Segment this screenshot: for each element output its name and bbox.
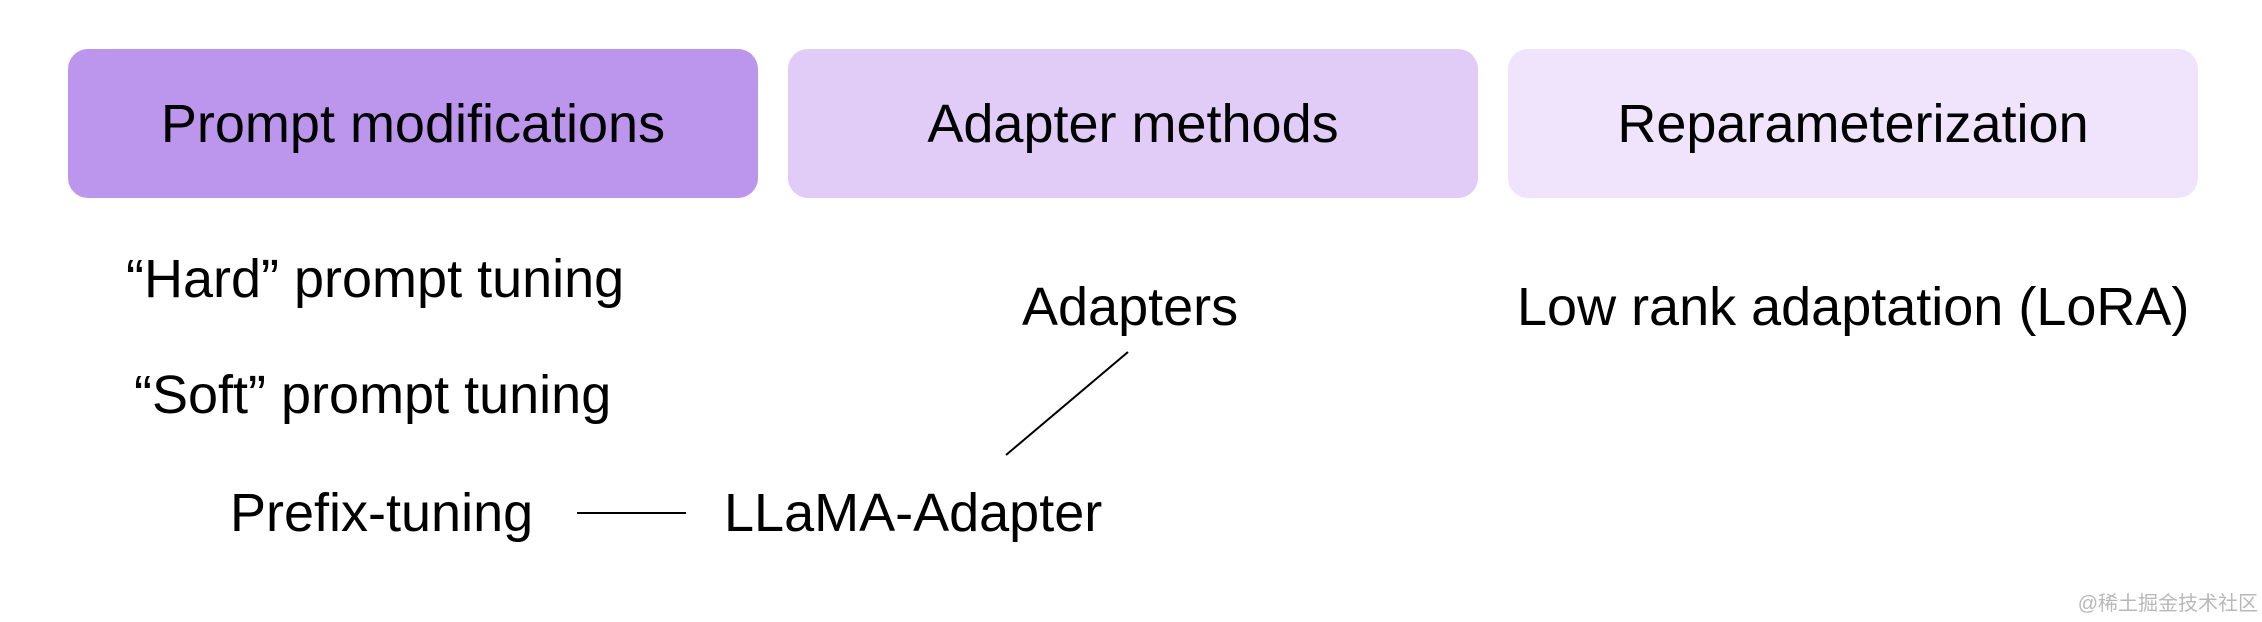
method-soft-prompt-tuning: “Soft” prompt tuning (134, 365, 612, 425)
category-label-prompt-modifications: Prompt modifications (160, 93, 666, 154)
connector-adapters-to-llama-adapter (1005, 351, 1129, 456)
method-llama-adapter: LLaMA-Adapter (724, 483, 1103, 543)
method-adapters: Adapters (1022, 277, 1239, 337)
method-lora: Low rank adaptation (LoRA) (1517, 277, 2190, 337)
category-label-adapter-methods: Adapter methods (927, 93, 1339, 154)
category-reparameterization: Reparameterization (1508, 49, 2198, 198)
method-hard-prompt-tuning: “Hard” prompt tuning (126, 249, 625, 309)
method-prefix-tuning: Prefix-tuning (230, 483, 534, 543)
category-adapter-methods: Adapter methods (788, 49, 1478, 198)
category-label-reparameterization: Reparameterization (1617, 93, 2089, 154)
category-prompt-modifications: Prompt modifications (68, 49, 758, 198)
watermark: @稀土掘金技术社区 (2077, 593, 2258, 615)
